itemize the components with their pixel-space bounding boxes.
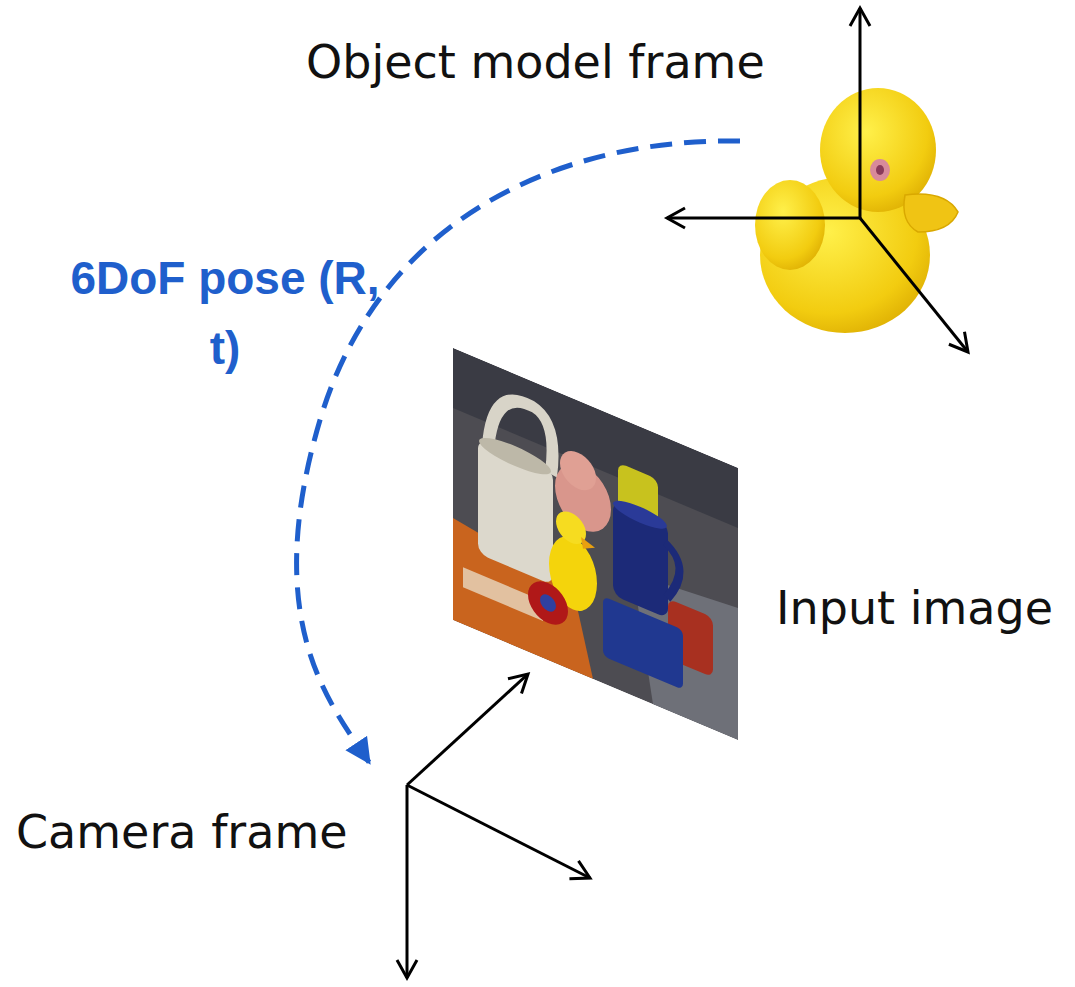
pose-arrow <box>297 141 740 763</box>
frame-label-text: Object model frame <box>306 34 765 90</box>
camera-axes <box>407 674 590 978</box>
input-image-label: Input image <box>772 578 1057 638</box>
input-image-photo <box>453 348 738 740</box>
object-frame-label: Object model frame <box>300 34 771 140</box>
duck-model <box>755 88 958 333</box>
camera-frame-label: Camera frame <box>12 764 374 864</box>
pose-label: 6DoF pose (R, t) <box>60 243 390 383</box>
frame-label-text: Input image <box>776 580 1053 636</box>
frame-label-text: Camera frame <box>16 804 348 860</box>
